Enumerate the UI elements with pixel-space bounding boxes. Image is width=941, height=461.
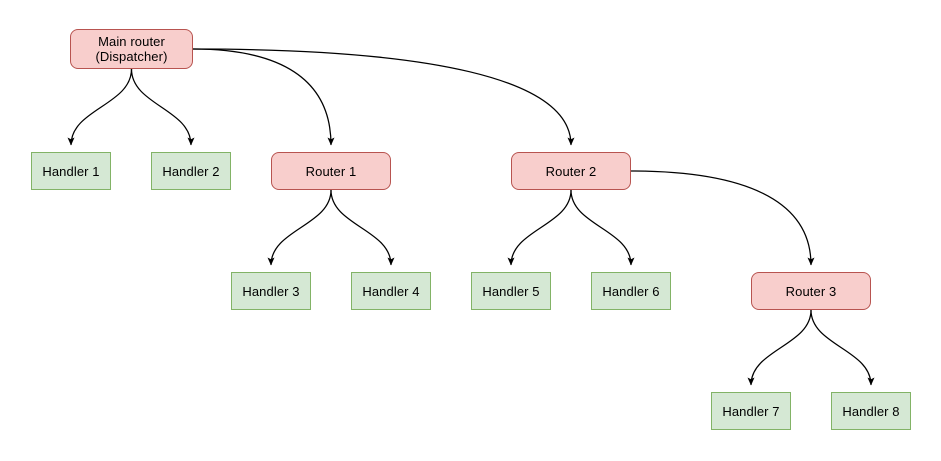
node-label: Router 1 [305, 163, 357, 179]
node-router-3[interactable]: Router 3 [751, 272, 871, 310]
node-main-router[interactable]: Main router (Dispatcher) [70, 29, 193, 69]
edge-main-to-router-2 [192, 48, 575, 146]
edge-router-3-to-handler-8 [810, 309, 875, 386]
node-router-2[interactable]: Router 2 [511, 152, 631, 190]
node-router-1[interactable]: Router 1 [271, 152, 391, 190]
node-label: Handler 5 [482, 283, 540, 299]
node-label: Handler 3 [242, 283, 300, 299]
edge-router-3-to-handler-7 [747, 309, 812, 386]
edge-main-to-handler-2 [130, 68, 195, 146]
node-handler-1[interactable]: Handler 1 [31, 152, 111, 190]
node-handler-4[interactable]: Handler 4 [351, 272, 431, 310]
edge-router-2-to-handler-5 [507, 189, 572, 266]
node-label: Handler 4 [362, 283, 420, 299]
edge-main-to-handler-1 [67, 68, 133, 146]
node-handler-6[interactable]: Handler 6 [591, 272, 671, 310]
edge-main-to-router-1 [192, 48, 335, 146]
edge-router-1-to-handler-3 [267, 189, 332, 266]
node-handler-7[interactable]: Handler 7 [711, 392, 791, 430]
node-label: Handler 6 [602, 283, 660, 299]
node-label: Router 2 [545, 163, 597, 179]
edge-router-2-to-router-3 [630, 170, 815, 266]
node-label: Router 3 [785, 283, 837, 299]
node-handler-2[interactable]: Handler 2 [151, 152, 231, 190]
node-handler-3[interactable]: Handler 3 [231, 272, 311, 310]
node-label: Handler 1 [42, 163, 100, 179]
node-label: Handler 8 [842, 403, 900, 419]
node-label: Main router (Dispatcher) [95, 34, 168, 64]
edge-router-1-to-handler-4 [330, 189, 395, 266]
node-handler-8[interactable]: Handler 8 [831, 392, 911, 430]
node-handler-5[interactable]: Handler 5 [471, 272, 551, 310]
edge-router-2-to-handler-6 [570, 189, 635, 266]
node-label: Handler 2 [162, 163, 220, 179]
node-label: Handler 7 [722, 403, 780, 419]
